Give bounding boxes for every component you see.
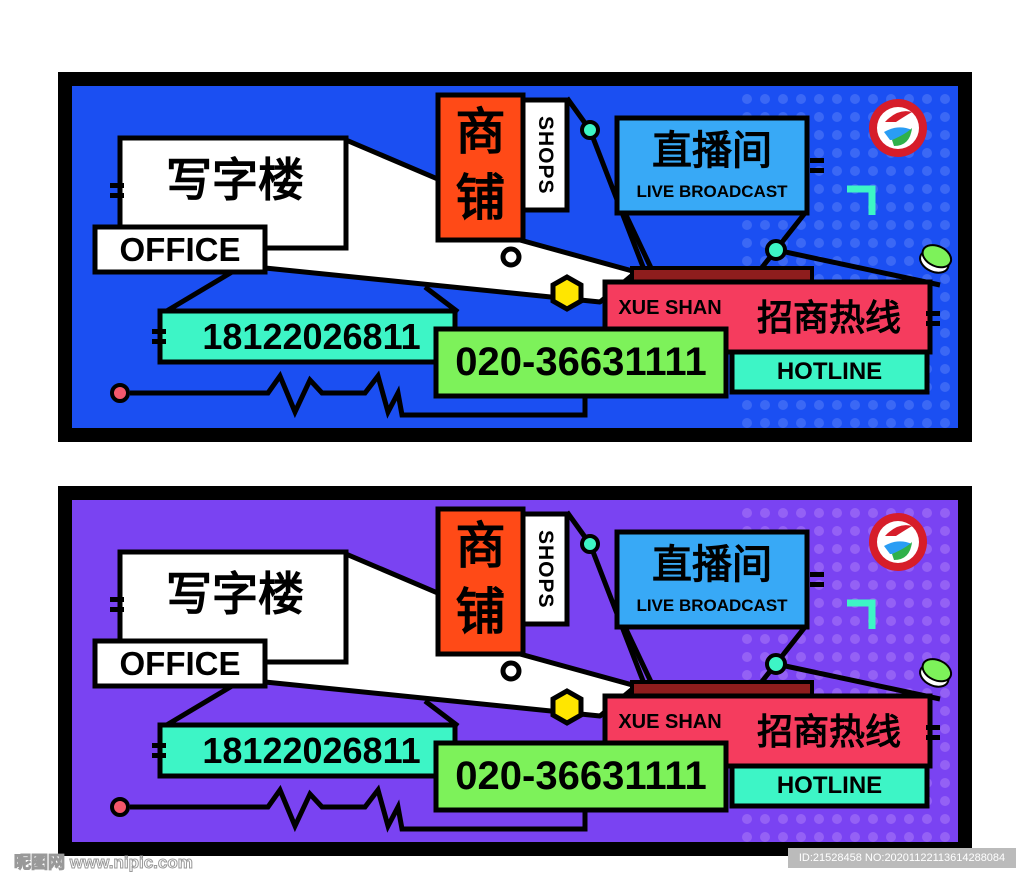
- hotline-title-cn: 招商热线: [756, 298, 901, 339]
- connector-icon: [810, 572, 824, 587]
- office-en-box: [92, 638, 268, 689]
- panel-graphics: [58, 486, 972, 856]
- hexagon-icon: [550, 688, 584, 726]
- office-title-en: OFFICE: [119, 231, 241, 268]
- shops-title-cn-1: 商: [455, 103, 506, 161]
- connector-icon: [810, 158, 824, 173]
- landline-number: 020-36631111: [455, 754, 707, 798]
- coin-icon: [919, 658, 953, 688]
- connector-icon: [110, 597, 124, 612]
- office-base-line: [163, 683, 234, 729]
- hotline-title-en: HOTLINE: [776, 358, 883, 385]
- live-title-en: LIVE BROADCAST: [636, 596, 788, 615]
- hotline-en-box: [729, 763, 930, 809]
- panel-graphics: [58, 72, 972, 442]
- landline-box: [433, 326, 729, 399]
- brand-name: XUE SHAN: [618, 711, 722, 733]
- connector-dot-icon: [580, 120, 600, 140]
- start-dot-icon: [110, 383, 130, 403]
- office-base-line: [423, 699, 460, 728]
- start-dot-icon: [110, 797, 130, 817]
- coin-icon: [919, 244, 953, 274]
- ring-dot-icon: [500, 660, 522, 682]
- logo-emblem: [869, 513, 927, 571]
- brand-name: XUE SHAN: [618, 297, 722, 319]
- shops-en-box: [520, 97, 570, 213]
- landline-box: [433, 740, 729, 813]
- connector-icon: [926, 725, 940, 740]
- connector-dot-icon: [765, 653, 787, 675]
- hotline-en-box: [729, 349, 930, 395]
- mobile-box: [157, 308, 458, 365]
- hotline-title-en: HOTLINE: [776, 772, 883, 799]
- office-title-cn: 写字楼: [166, 567, 304, 621]
- office-title-en: OFFICE: [119, 645, 241, 682]
- zigzag-line: [130, 784, 588, 833]
- corner-mark-icon: [847, 185, 876, 215]
- shops-box: [435, 506, 526, 657]
- banner-panel-purple: 写字楼 OFFICE 商 铺 SHOPS 直播间 LIVE BROADCAST …: [0, 414, 1024, 864]
- connector-icon: [152, 743, 166, 758]
- hexagon-icon: [550, 274, 584, 312]
- live-box: [614, 115, 810, 216]
- shops-title-cn-2: 铺: [455, 583, 506, 641]
- office-base-line: [423, 285, 460, 314]
- mobile-box: [157, 722, 458, 779]
- connector-line: [775, 247, 941, 288]
- connector-line: [775, 661, 941, 702]
- shops-title-en: SHOPS: [534, 115, 557, 195]
- shops-box: [435, 92, 526, 243]
- mobile-number: 18122026811: [202, 730, 421, 771]
- ring-dot-icon: [500, 246, 522, 268]
- live-title-en: LIVE BROADCAST: [636, 182, 788, 201]
- connector-dot-icon: [765, 239, 787, 261]
- shops-title-cn-1: 商: [455, 517, 506, 575]
- office-title-cn: 写字楼: [166, 153, 304, 207]
- shops-en-box: [520, 511, 570, 627]
- office-base-line: [163, 269, 234, 315]
- landline-number: 020-36631111: [455, 340, 707, 384]
- banner-panel-blue: 写字楼 OFFICE 商 铺 SHOPS 直播间 LIVE BROADCAST …: [58, 72, 972, 442]
- connector-icon: [152, 329, 166, 344]
- zigzag-line: [130, 370, 588, 419]
- connector-icon: [926, 311, 940, 326]
- live-base-line: [622, 211, 655, 272]
- shops-title-en: SHOPS: [534, 529, 557, 609]
- connector-dot-icon: [580, 534, 600, 554]
- shops-title-cn-2: 铺: [455, 169, 506, 227]
- live-base-line: [622, 625, 655, 686]
- live-title-cn: 直播间: [652, 542, 772, 588]
- live-title-cn: 直播间: [652, 128, 772, 174]
- office-en-box: [92, 224, 268, 275]
- live-box: [614, 529, 810, 630]
- corner-mark-icon: [847, 599, 876, 629]
- watermark-id: ID:21528458 NO:20201122113614288084: [788, 848, 1016, 868]
- watermark-site: 昵图网 www.nipic.com: [14, 853, 194, 873]
- hotline-title-cn: 招商热线: [756, 712, 901, 753]
- logo-emblem: [869, 99, 927, 157]
- connector-icon: [110, 183, 124, 198]
- mobile-number: 18122026811: [202, 316, 421, 357]
